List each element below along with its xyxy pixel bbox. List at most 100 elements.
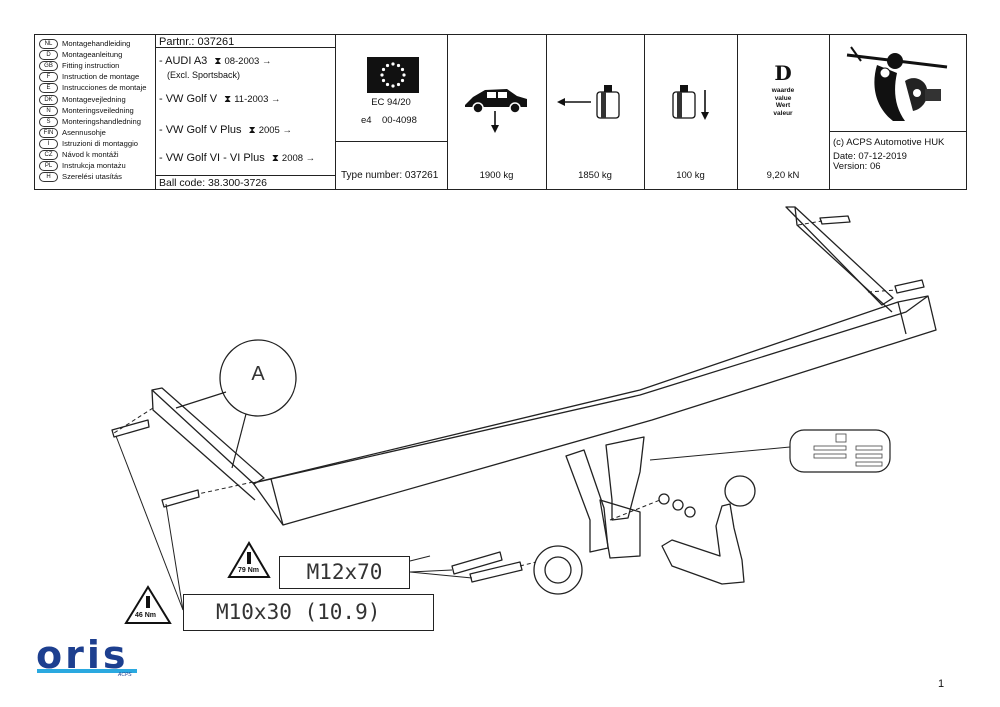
eu-star: [381, 67, 386, 72]
tow-ball: [724, 475, 756, 507]
language-row: H Szerelési utasítás: [39, 172, 122, 183]
language-label: Szerelési utasítás: [62, 172, 122, 182]
eu-star: [391, 84, 395, 88]
language-code: D: [39, 50, 58, 61]
language-row: FIN Asennusohje: [39, 127, 106, 138]
d-value-line: Wert: [775, 102, 791, 109]
vehicle-audi-a3: - AUDI A3 ⧗ 08-2003 →: [159, 55, 272, 67]
language-label: Fitting instruction: [62, 61, 120, 71]
language-row: I Istruzioni di montaggio: [39, 138, 138, 149]
vehicle-golf-vi: - VW Golf VI - VI Plus ⧗ 2008 →: [159, 152, 316, 164]
eu-star: [391, 62, 395, 66]
language-label: Asennusohje: [62, 127, 106, 137]
eu-star: [396, 82, 401, 87]
language-label: Instrukcja montażu: [62, 161, 126, 171]
vehicle-years: 08-2003: [224, 56, 260, 67]
car-towing-icon: [465, 89, 527, 133]
hook-neck: [661, 503, 745, 585]
right-bracket: [785, 206, 894, 306]
language-code: CZ: [39, 150, 58, 160]
d-value-line: value: [774, 94, 792, 102]
vehicle-years: 11-2003: [234, 94, 269, 105]
socket-plate: [533, 545, 583, 595]
language-code: N: [39, 105, 58, 116]
eu-star: [385, 63, 390, 68]
divider: [155, 175, 335, 176]
language-label: Monteringshandledning: [62, 116, 141, 126]
vehicle-name: - VW Golf VI - VI Plus: [159, 152, 265, 164]
eu-star: [380, 73, 384, 77]
divider: [335, 35, 336, 189]
language-code: FIN: [39, 127, 58, 138]
vertical-load-value: 100 kg: [676, 170, 705, 181]
divider: [829, 131, 966, 132]
max-towing-value: 1900 kg: [479, 170, 514, 181]
divider: [155, 35, 156, 189]
vehicle-golf-v-plus: - VW Golf V Plus ⧗ 2005 →: [159, 124, 292, 136]
divider: [546, 35, 547, 189]
logo-sub: ACPS: [118, 672, 132, 678]
d-value-line: valeur: [773, 109, 793, 117]
towbar-hook-icon: [846, 46, 948, 121]
language-row: D Montageanleitung: [39, 50, 123, 61]
eu-star: [381, 78, 386, 83]
vehicle-years: 2005: [258, 125, 280, 136]
divider: [447, 35, 448, 189]
vehicle-name: - VW Golf V: [159, 93, 218, 105]
eu-star: [402, 73, 406, 77]
vertical-load-icon: [672, 85, 709, 120]
torque-large: 79 Nm: [238, 567, 260, 574]
warning-triangle-icon: [124, 585, 172, 624]
vehicle-golf-v: - VW Golf V ⧗ 11-2003 →: [159, 93, 281, 105]
max-trailer-value: 1850 kg: [578, 170, 612, 181]
approval-regulation: EC 94/20: [371, 97, 411, 108]
language-code: H: [39, 172, 58, 183]
left-bracket: [151, 387, 265, 485]
language-code: F: [39, 72, 58, 83]
torque-small: 46 Nm: [135, 612, 157, 619]
revision-date: Date: 07-12-2019: [833, 151, 907, 162]
version: Version: 06: [833, 161, 881, 172]
divider: [155, 47, 335, 48]
hourglass-icon: ⧗: [224, 94, 232, 105]
divider: [335, 141, 447, 142]
eu-star: [400, 78, 405, 83]
vehicle-note: (Excl. Sportsback): [167, 70, 241, 80]
d-value: 9,20 kN: [766, 170, 800, 181]
warning-triangle-icon: [227, 541, 271, 578]
approval-prefix: e4: [361, 115, 372, 126]
type-number: Type number: 037261: [341, 170, 439, 181]
divider: [737, 35, 738, 189]
bolt-spec-m12: M12x70: [279, 556, 410, 589]
language-label: Monteringsveiledning: [62, 105, 134, 115]
language-code: I: [39, 138, 58, 149]
language-code: DK: [39, 94, 58, 105]
ball-code: Ball code: 38.300-3726: [159, 177, 267, 189]
language-label: Istruzioni di montaggio: [62, 138, 138, 148]
d-value-letter: D: [774, 61, 792, 85]
logo-underline: [37, 669, 137, 673]
bolt-spec-m10: M10x30 (10.9): [183, 594, 434, 631]
divider: [644, 35, 645, 189]
language-code: E: [39, 83, 58, 94]
hourglass-icon: ⧗: [248, 125, 256, 136]
detail-callout-label: A: [251, 363, 265, 385]
oris-logo: oris: [36, 633, 129, 677]
hourglass-icon: ⧗: [271, 153, 279, 164]
eu-star: [396, 63, 401, 68]
cross-tube: [252, 295, 937, 526]
eu-star: [385, 82, 390, 87]
vehicle-name: - AUDI A3: [159, 55, 208, 67]
part-number: Partnr.: 037261: [159, 36, 235, 48]
language-label: Montageanleitung: [62, 50, 123, 60]
vehicle-years: 2008: [281, 153, 304, 164]
language-code: PL: [39, 161, 58, 172]
divider: [829, 35, 830, 189]
